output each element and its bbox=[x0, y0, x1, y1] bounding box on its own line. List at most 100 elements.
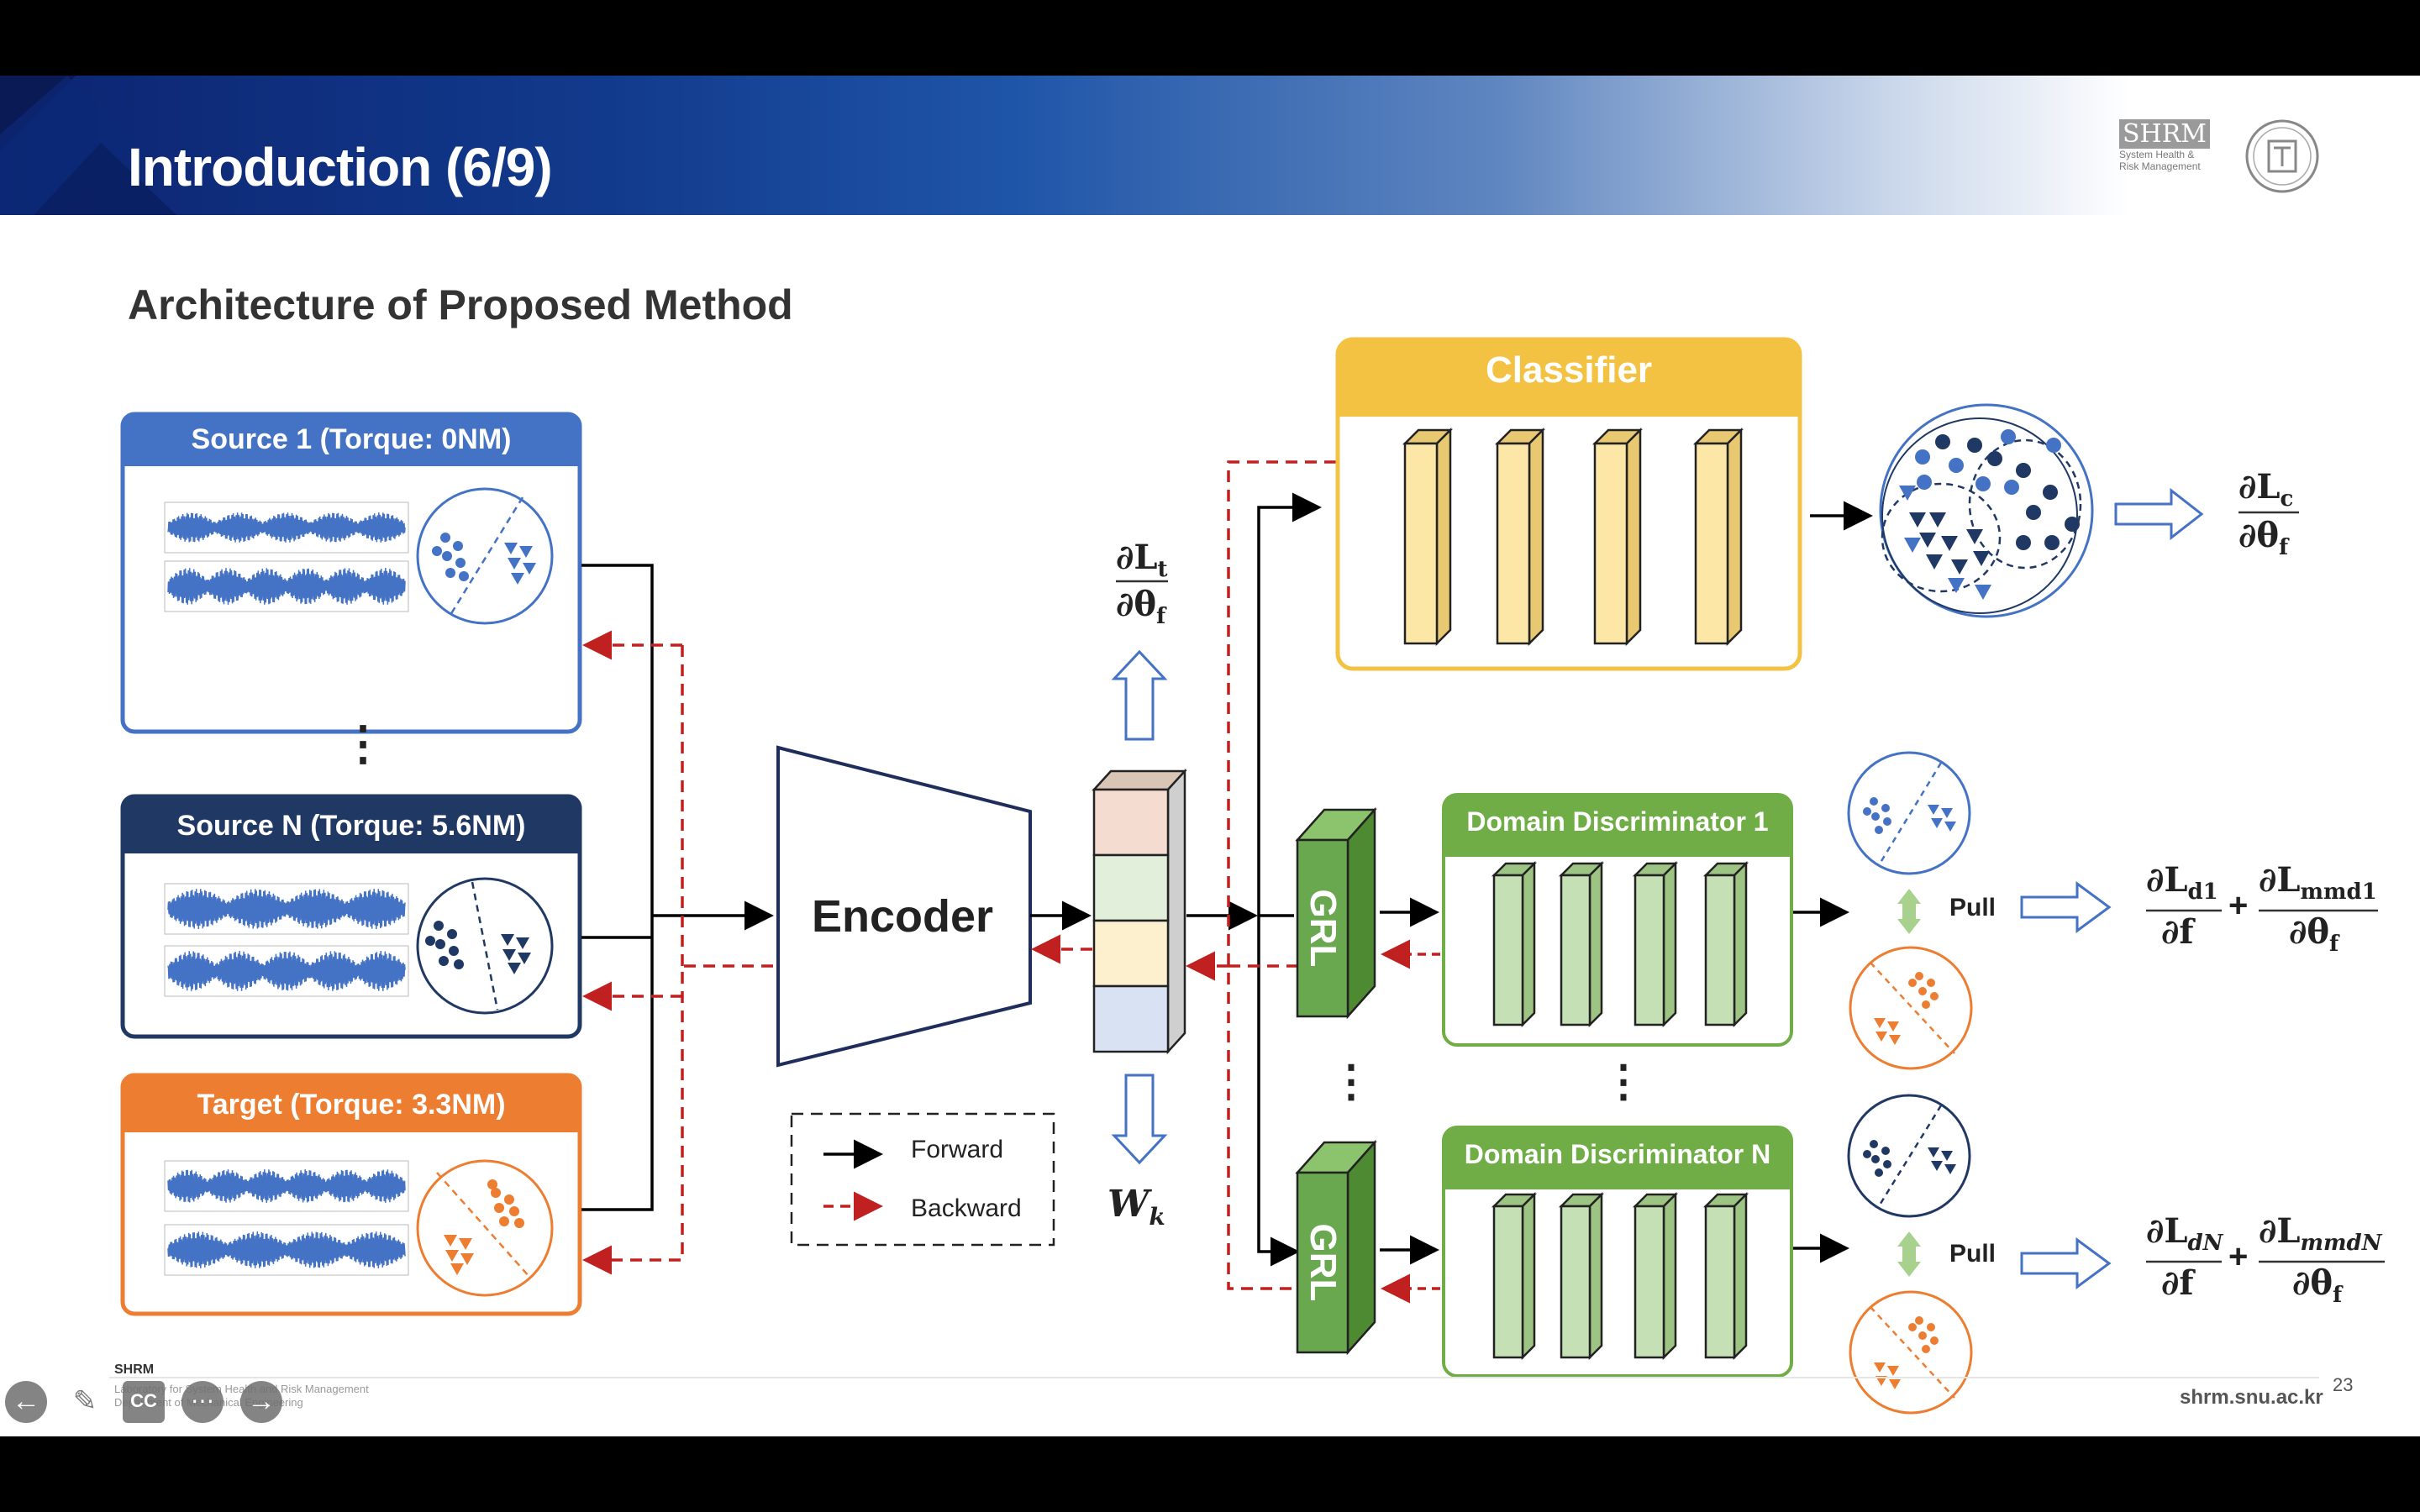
disc-1-mmd-denominator: ∂θf bbox=[2289, 912, 2339, 957]
discriminator-n-layers-layer-2 bbox=[1588, 1191, 1603, 1361]
footer-url: shrm.snu.ac.kr bbox=[2180, 1386, 2323, 1409]
encoder-gradient-numerator: ∂Lt bbox=[1116, 538, 1168, 582]
pull-arrow-n-up bbox=[1897, 1231, 1921, 1260]
footer-org: SHRM bbox=[114, 1362, 155, 1377]
inputs-ellipsis: ⋮ bbox=[339, 717, 387, 769]
target-feature-circle bbox=[416, 1159, 554, 1297]
discriminator-n-target-circle bbox=[1849, 1290, 1973, 1415]
footer-lab-line-1: Laboratory for System Health and Risk Ma… bbox=[114, 1383, 369, 1395]
encoder-block bbox=[776, 745, 1032, 1068]
classifier-layers-layer-2 bbox=[1528, 427, 1544, 647]
input-backward-lines bbox=[582, 630, 773, 1275]
source-n-feature-circle bbox=[416, 877, 554, 1015]
target-panel bbox=[120, 1073, 582, 1316]
pen-icon[interactable]: ✎ bbox=[72, 1385, 97, 1417]
pull-label-1: Pull bbox=[1949, 894, 1996, 921]
disc-n-mmd-denominator: ∂θf bbox=[2292, 1263, 2343, 1308]
footer-divider bbox=[109, 1377, 2319, 1378]
discriminator-n-source-circle bbox=[1847, 1094, 1971, 1218]
next-slide-icon[interactable]: → bbox=[240, 1381, 282, 1423]
discriminator-n-block bbox=[1442, 1126, 1793, 1378]
grl-ellipsis: ⋮ bbox=[1329, 1058, 1373, 1106]
banner-triangles bbox=[0, 76, 176, 215]
classifier-layers-layer-2 bbox=[1496, 442, 1531, 645]
classifier-output-circle bbox=[1879, 403, 2094, 618]
section-heading: Architecture of Proposed Method bbox=[128, 281, 793, 328]
classifier-header: Classifier bbox=[1485, 349, 1653, 391]
discriminator-1-target-circle bbox=[1849, 946, 1973, 1070]
classifier-layers-layer-1 bbox=[1435, 427, 1452, 647]
classifier-block bbox=[1335, 337, 1802, 671]
discriminator-1-layers-layer-3 bbox=[1662, 860, 1677, 1028]
disc-n-loss-denominator: ∂f bbox=[2161, 1263, 2194, 1303]
source-1-panel bbox=[120, 412, 582, 734]
source-n-panel bbox=[120, 794, 582, 1039]
discriminator-1-block bbox=[1442, 793, 1793, 1047]
discriminator-n-layers-layer-4 bbox=[1704, 1205, 1736, 1359]
source-1-feature-circle bbox=[416, 487, 554, 625]
disc-n-gradient-arrow-icon bbox=[2020, 1237, 2112, 1289]
discriminator-1-layers-layer-1 bbox=[1521, 860, 1536, 1028]
discriminator-1-layers-layer-4 bbox=[1704, 874, 1736, 1026]
discriminator-n-layers-layer-1 bbox=[1521, 1191, 1536, 1361]
classifier-layers-layer-3 bbox=[1593, 442, 1628, 645]
discriminator-1-layers bbox=[1491, 860, 1749, 1028]
disc-n-mmd-numerator: ∂LmmdN bbox=[2259, 1211, 2382, 1256]
classifier-layers-layer-4 bbox=[1694, 442, 1729, 645]
discriminator-1-layers-layer-2 bbox=[1588, 860, 1603, 1028]
grl-1-label: GRL bbox=[1302, 889, 1344, 968]
source-1-header: Source 1 (Torque: 0NM) bbox=[191, 423, 512, 455]
discriminator-n-layers-layer-3 bbox=[1662, 1191, 1677, 1361]
fraction-bars bbox=[1116, 511, 2385, 1263]
classifier-layers-layer-4 bbox=[1726, 427, 1743, 647]
classifier-gradient-numerator: ∂Lc bbox=[2238, 467, 2294, 512]
source-n-signal-plot bbox=[164, 883, 409, 997]
legend-box bbox=[790, 1112, 1055, 1247]
source-1-signal-plot bbox=[164, 501, 409, 612]
disc-1-loss-numerator: ∂Ld1 bbox=[2146, 860, 2218, 905]
shrm-logo-caption-1: System Health & bbox=[2119, 149, 2195, 160]
encoder-label: Encoder bbox=[812, 891, 994, 942]
disc-1-gradient-arrow-icon bbox=[2020, 881, 2112, 933]
classifier-layers-layer-3 bbox=[1625, 427, 1642, 647]
slide-title: Introduction (6/9) bbox=[128, 137, 553, 197]
target-header: Target (Torque: 3.3NM) bbox=[197, 1089, 506, 1121]
pull-arrow-1-up bbox=[1897, 889, 1921, 917]
encoder-gradient-denominator: ∂θf bbox=[1116, 585, 1166, 629]
legend-backward-label: Backward bbox=[911, 1194, 1022, 1222]
grl-discriminator-arrows bbox=[1380, 897, 1440, 1304]
source-n-header: Source N (Torque: 5.6NM) bbox=[176, 810, 526, 842]
weights-label: Wk bbox=[1107, 1183, 1165, 1231]
grl-n-label: GRL bbox=[1302, 1223, 1344, 1302]
branch-forward-lines bbox=[1186, 492, 1322, 1267]
pull-arrow-1-down bbox=[1897, 917, 1921, 934]
title-banner bbox=[0, 76, 2420, 215]
discriminator-1-layers-layer-2 bbox=[1560, 874, 1591, 1026]
shrm-logo: SHRM System Health & Risk Management bbox=[2119, 119, 2220, 195]
discriminator-n-layers bbox=[1491, 1191, 1749, 1361]
discriminator-n-layers-layer-1 bbox=[1492, 1205, 1524, 1359]
captions-icon[interactable]: CC bbox=[123, 1381, 165, 1423]
shrm-logo-text: SHRM bbox=[2119, 119, 2211, 149]
university-seal-icon bbox=[2245, 119, 2319, 193]
discriminator-n-layers-layer-4 bbox=[1733, 1191, 1748, 1361]
previous-slide-icon[interactable]: ← bbox=[5, 1381, 47, 1423]
page-number: 23 bbox=[2333, 1374, 2354, 1395]
gradient-up-arrow-icon bbox=[1111, 649, 1168, 741]
discriminator-ellipsis: ⋮ bbox=[1602, 1058, 1645, 1106]
discriminator-1-layers-layer-3 bbox=[1634, 874, 1665, 1026]
shrm-logo-caption-2: Risk Management bbox=[2119, 160, 2201, 172]
input-forward-lines bbox=[581, 564, 774, 1211]
classifier-layers-layer-1 bbox=[1403, 442, 1439, 645]
disc-1-plus: + bbox=[2228, 887, 2249, 924]
discriminator-n-layers-layer-3 bbox=[1634, 1205, 1665, 1359]
grl-1-block bbox=[1295, 806, 1377, 1020]
classifier-layers bbox=[1402, 427, 1744, 647]
classifier-gradient-denominator: ∂θf bbox=[2238, 516, 2289, 560]
pull-label-n: Pull bbox=[1949, 1240, 1996, 1268]
discriminator-1-source-circle bbox=[1847, 751, 1971, 875]
discriminator-1-layers-layer-4 bbox=[1733, 860, 1748, 1028]
more-options-icon[interactable]: ⋯ bbox=[182, 1381, 224, 1423]
discriminator-1-layers-layer-1 bbox=[1492, 874, 1524, 1026]
disc-1-loss-denominator: ∂f bbox=[2161, 912, 2194, 952]
